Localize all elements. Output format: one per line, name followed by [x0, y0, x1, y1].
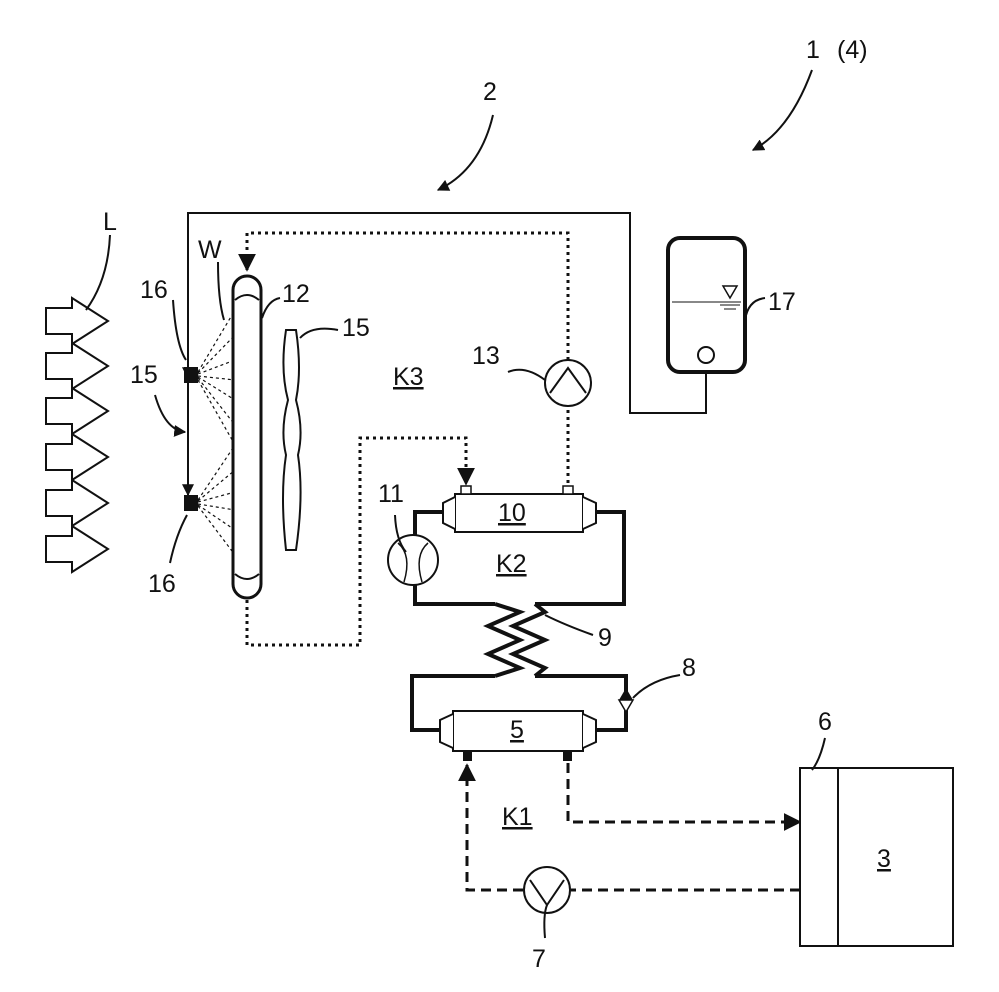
valve-8: [619, 688, 633, 712]
label-item6: 6: [818, 708, 832, 736]
water-tank: [668, 238, 745, 372]
label-comp11: 11: [378, 480, 404, 508]
label-nozzle-bottom: 16: [148, 570, 176, 598]
nozzle-bottom: [184, 495, 198, 511]
label-system: 1: [806, 36, 820, 64]
label-k3: K3: [393, 363, 424, 391]
label-nozzle-top: 16: [140, 276, 168, 304]
air-flow-arrows: [46, 298, 108, 572]
radiator: [233, 276, 261, 598]
label-spray-unit: 15: [130, 361, 158, 389]
label-system-alt: (4): [837, 36, 868, 64]
water-spray-pattern: [198, 310, 235, 555]
label-radiator: 12: [282, 280, 310, 308]
water-supply-line: [188, 213, 706, 500]
label-pump13: 13: [472, 342, 500, 370]
label-circuit: 2: [483, 78, 497, 106]
label-fan-unit: 15: [342, 314, 370, 342]
compressor-11: [388, 535, 438, 585]
label-exchanger5: 5: [510, 716, 524, 744]
label-air: L: [103, 208, 117, 236]
fan-blade: [283, 330, 301, 550]
label-water: W: [198, 236, 222, 264]
label-k1: K1: [502, 803, 533, 831]
label-item3: 3: [877, 845, 891, 873]
pump-13: [545, 360, 591, 406]
label-pump7: 7: [532, 945, 546, 973]
label-valve8: 8: [682, 654, 696, 682]
label-tank17: 17: [768, 288, 796, 316]
label-hx9: 9: [598, 624, 612, 652]
nozzle-top: [184, 367, 198, 383]
label-exchanger10: 10: [498, 499, 526, 527]
heat-exchanger-9: [488, 604, 545, 676]
label-k2: K2: [496, 550, 527, 578]
